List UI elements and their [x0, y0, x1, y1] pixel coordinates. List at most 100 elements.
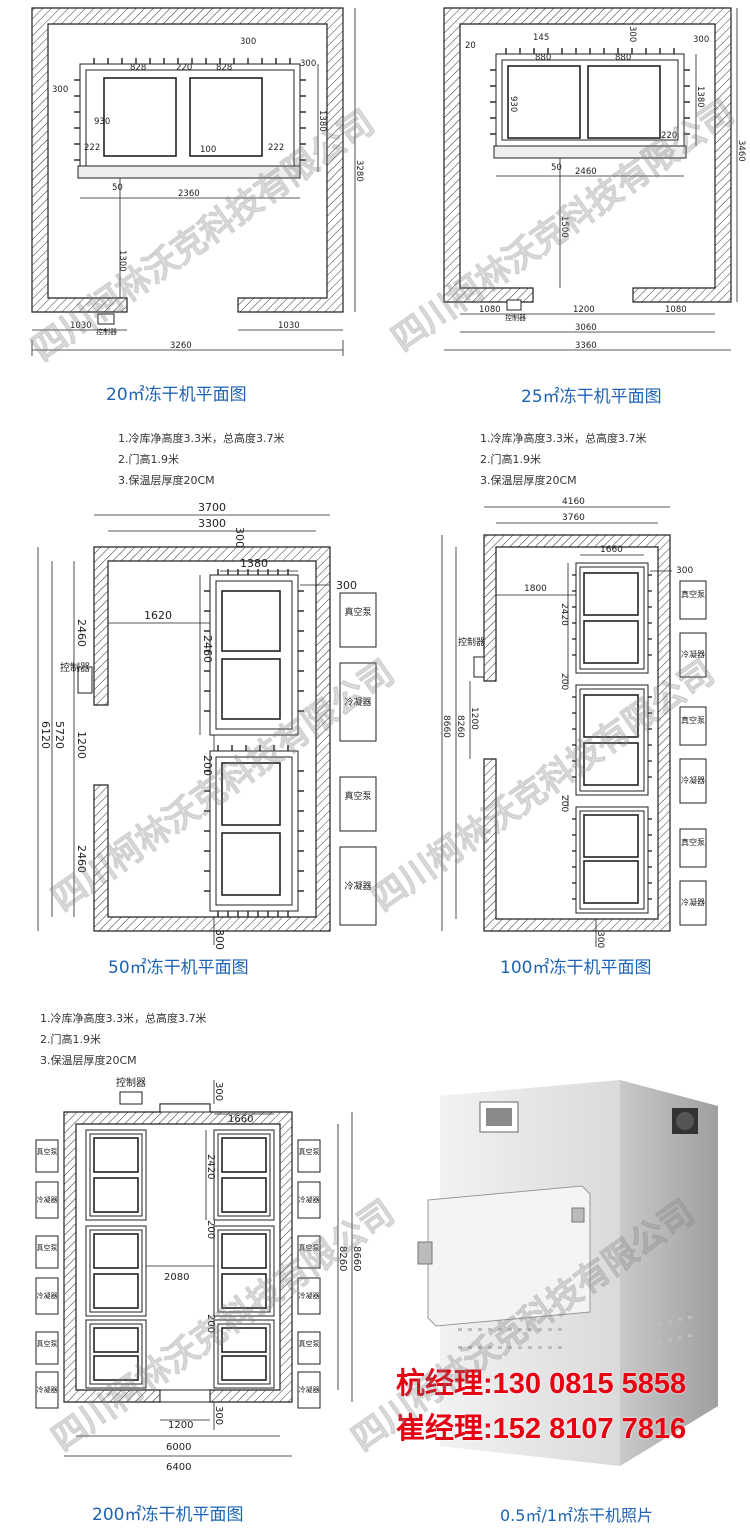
equip-condenser-l1: 冷凝器 — [37, 1195, 58, 1204]
dim-inner-width: 3760 — [562, 513, 585, 523]
note-1: 1.冷库净高度3.3米，总高度3.7米 — [118, 432, 285, 445]
dim-depth: 5720 — [53, 721, 66, 749]
dim-side: 300 — [693, 35, 709, 45]
equip-condenser-2: 冷凝器 — [344, 880, 371, 892]
dim-side: 300 — [336, 579, 357, 592]
equip-condenser-1: 冷凝器 — [344, 696, 371, 708]
plan-200: 真空泵 冷凝器 真空泵 冷凝器 真空泵 冷凝器 真空泵 冷凝器 真空泵 冷凝器 … — [0, 1070, 380, 1533]
dim-foot: 50 — [112, 183, 123, 193]
dim-side-right: 300 — [300, 59, 316, 69]
dim-door-left: 1080 — [479, 305, 501, 315]
dim-wall-top: 300 — [627, 26, 637, 42]
dim-wall-top: 300 — [213, 1082, 224, 1101]
dim-door-right: 1030 — [278, 321, 300, 331]
note-2: 2.门高1.9米 — [40, 1033, 101, 1046]
dim-rack-width: 1660 — [600, 545, 623, 555]
dim-door: 1200 — [573, 305, 595, 315]
dim-door-left: 1030 — [70, 321, 92, 331]
dim-total-width: 3700 — [198, 501, 226, 514]
dim-wall-bottom: 300 — [595, 931, 605, 948]
equip-condenser-1: 冷凝器 — [681, 649, 705, 659]
dim-margin-r: 220 — [661, 131, 677, 141]
dim-mid: 100 — [200, 145, 216, 155]
dim-height: 8660 — [351, 1246, 362, 1271]
dim-inner: 930 — [94, 117, 110, 127]
dim-cell-b: 880 — [615, 53, 631, 63]
dim-rack-height: 1380 — [317, 110, 327, 132]
dim-rack-width: 1380 — [240, 557, 268, 570]
plan-200-caption: 200㎡冻干机平面图 — [92, 1505, 244, 1525]
equip-pump-r2: 真空泵 — [299, 1243, 320, 1252]
equip-pump-l3: 真空泵 — [37, 1339, 58, 1348]
note-3: 3.保温层厚度20CM — [118, 474, 215, 487]
equip-condenser-2: 冷凝器 — [681, 775, 705, 785]
plan-20: 3260 1030 1030 2360 828 828 220 300 300 … — [0, 0, 375, 410]
dim-total-width: 6400 — [166, 1462, 191, 1473]
dim-side: 300 — [676, 566, 693, 576]
dim-gap1: 200 — [559, 673, 569, 690]
contact-2: 崔经理:152 8107 7816 — [396, 1413, 687, 1445]
note-3: 3.保温层厚度20CM — [40, 1054, 137, 1067]
dim-rack-width: 2460 — [575, 167, 597, 177]
dim-wall-top: 300 — [233, 527, 246, 548]
equip-condenser-r3: 冷凝器 — [299, 1385, 320, 1394]
dim-wall-bottom: 300 — [213, 929, 226, 950]
dim-total-width: 3360 — [575, 341, 597, 351]
note-2: 2.门高1.9米 — [118, 453, 179, 466]
dim-total-width: 4160 — [562, 497, 585, 507]
dim-cell-a: 828 — [130, 63, 146, 73]
controller-label: 控制器 — [505, 313, 526, 322]
dim-depth: 8260 — [337, 1246, 348, 1271]
equip-pump-r3: 真空泵 — [299, 1339, 320, 1348]
dim-gap2: 200 — [559, 795, 569, 812]
notes-middle: 1.冷库净高度3.3米，总高度3.7米 2.门高1.9米 3.保温层厚度20CM — [40, 1008, 206, 1071]
plan-25-caption: 25㎡冻干机平面图 — [521, 387, 662, 407]
dim-aisle: 1620 — [144, 609, 172, 622]
note-1: 1.冷库净高度3.3米，总高度3.7米 — [40, 1012, 207, 1025]
equip-condenser-l2: 冷凝器 — [37, 1291, 58, 1300]
equip-pump-l1: 真空泵 — [37, 1147, 58, 1156]
dim-cell-a: 880 — [535, 53, 551, 63]
dim-door: 1200 — [75, 731, 88, 759]
dim-height: 3280 — [354, 160, 364, 182]
plan-25: 3360 3060 1200 1080 1080 2460 880 880 14… — [375, 0, 750, 410]
plan-100-drawing: 真空泵 冷凝器 真空泵 冷凝器 真空泵 冷凝器 4160 3760 1660 1… — [441, 497, 707, 948]
dim-top-offset: 145 — [533, 33, 549, 43]
contact-1: 杭经理:130 0815 5858 — [396, 1368, 687, 1400]
dim-door-right: 1080 — [665, 305, 687, 315]
dim-aisle: 2080 — [164, 1272, 189, 1283]
dim-rack-height: 2420 — [559, 603, 569, 626]
equip-condenser-r2: 冷凝器 — [299, 1291, 320, 1300]
dim-rack-height: 2420 — [205, 1154, 216, 1179]
dim-aisle: 1500 — [559, 216, 569, 238]
dim-total-width: 3260 — [170, 341, 192, 351]
dim-inner-width: 3300 — [198, 517, 226, 530]
note-3: 3.保温层厚度20CM — [480, 474, 577, 487]
photo-caption: 0.5㎡/1㎡冻干机照片 — [500, 1506, 654, 1525]
equip-pump-1: 真空泵 — [681, 589, 705, 599]
plan-20-drawing: 3260 1030 1030 2360 828 828 220 300 300 … — [31, 7, 364, 356]
plan-50-caption: 50㎡冻干机平面图 — [108, 958, 249, 978]
dim-gap: 200 — [201, 755, 214, 776]
dim-rack-width: 1660 — [228, 1114, 253, 1125]
equip-condenser-l3: 冷凝器 — [37, 1385, 58, 1394]
dim-lower: 2460 — [75, 845, 88, 873]
dim-foot: 50 — [551, 163, 562, 173]
equip-pump-1: 真空泵 — [344, 606, 371, 618]
dim-inner-width: 6000 — [166, 1442, 191, 1453]
dim-side: 300 — [52, 85, 68, 95]
equip-pump-2: 真空泵 — [681, 715, 705, 725]
equip-pump-3: 真空泵 — [681, 837, 705, 847]
dim-cell-b: 828 — [216, 63, 232, 73]
dim-inner: 930 — [508, 96, 518, 112]
dim-door: 1200 — [469, 707, 479, 730]
dim-height: 3460 — [736, 140, 746, 162]
equip-pump-l2: 真空泵 — [37, 1243, 58, 1252]
controller-label: 控制器 — [458, 636, 485, 648]
plan-25-drawing: 3360 3060 1200 1080 1080 2460 880 880 14… — [443, 7, 746, 351]
plan-50-drawing: 真空泵 冷凝器 真空泵 冷凝器 3700 3300 1380 1620 300 … — [37, 501, 377, 950]
dim-depth: 8260 — [455, 715, 465, 738]
plan-200-drawing: 真空泵 冷凝器 真空泵 冷凝器 真空泵 冷凝器 真空泵 冷凝器 真空泵 冷凝器 … — [35, 1076, 362, 1473]
equip-pump-r1: 真空泵 — [299, 1147, 320, 1156]
controller-label: 控制器 — [60, 661, 90, 674]
